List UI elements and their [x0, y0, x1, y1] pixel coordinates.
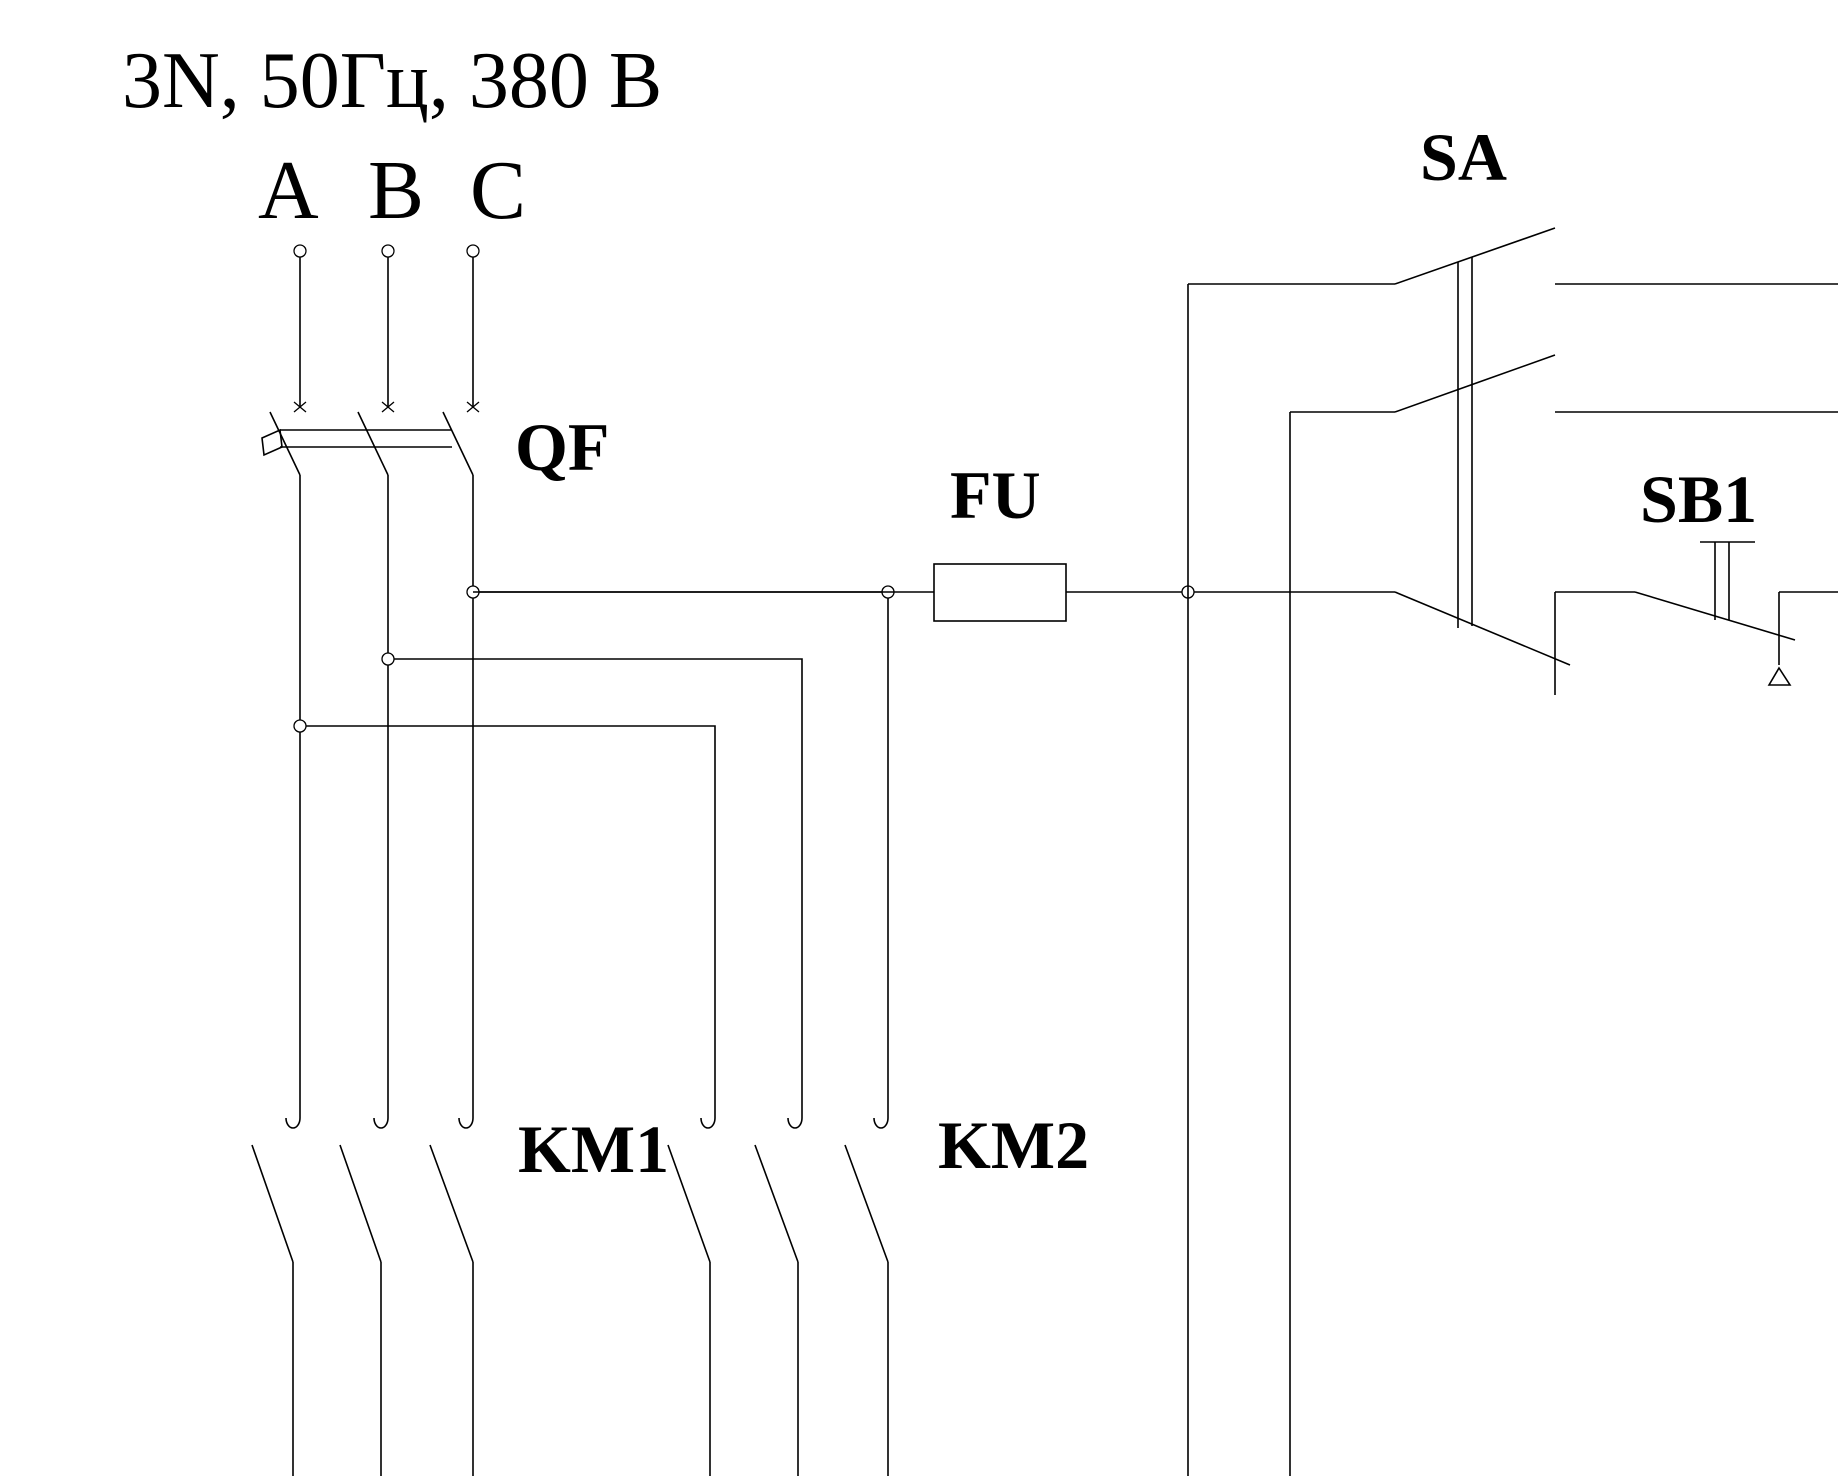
- phase-c-label: C: [470, 144, 526, 237]
- km1-label: KM1: [518, 1111, 669, 1187]
- terminal-b: [381, 244, 395, 258]
- contactor-km1-contacts: [251, 1117, 474, 1476]
- km2-label: KM2: [938, 1107, 1089, 1183]
- supply-terminals: [293, 244, 480, 413]
- phase-a-label: A: [258, 144, 319, 237]
- terminal-c: [466, 244, 480, 258]
- fuse-fu-symbol: [933, 563, 1067, 622]
- phase-conductors: [299, 475, 474, 1118]
- fu-label: FU: [950, 457, 1041, 533]
- qf-label: QF: [515, 409, 609, 485]
- sb1-label: SB1: [1640, 461, 1757, 537]
- control-line: [473, 283, 1395, 1476]
- terminal-a: [293, 244, 307, 258]
- selector-sa-symbol: [1394, 227, 1838, 695]
- sa-label: SA: [1420, 119, 1507, 195]
- km2-feed-taps: [293, 585, 895, 1118]
- pushbutton-sb1-symbol: [1634, 541, 1838, 686]
- phase-b-label: B: [368, 144, 424, 237]
- supply-spec-label: 3N, 50Гц, 380 В: [122, 37, 662, 125]
- contactor-km2-contacts: [667, 1117, 889, 1476]
- breaker-qf-symbol: [261, 411, 474, 476]
